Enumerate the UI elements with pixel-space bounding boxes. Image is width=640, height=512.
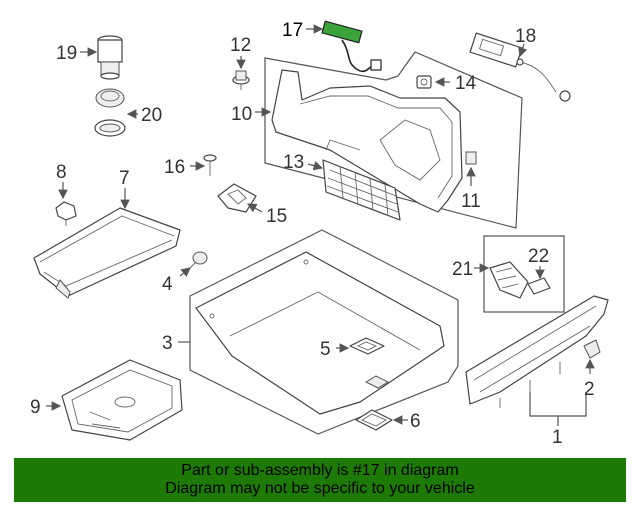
leader-13 bbox=[307, 161, 324, 171]
callout-20[interactable]: 20 bbox=[141, 105, 162, 126]
part-9-spare-tire-well[interactable] bbox=[61, 359, 183, 441]
sub-assembly-panel-outline bbox=[264, 51, 523, 229]
part-7-cargo-cover[interactable] bbox=[33, 207, 181, 299]
callout-3[interactable]: 3 bbox=[162, 333, 173, 354]
part-12-clip[interactable] bbox=[232, 70, 250, 90]
part-19-socket[interactable] bbox=[97, 35, 123, 80]
parts-diagram: 17 18 19 20 12 10 bbox=[30, 20, 609, 448]
callout-11[interactable]: 11 bbox=[461, 191, 481, 212]
part-6-cover[interactable] bbox=[355, 409, 393, 431]
floor-panel-outline bbox=[189, 229, 459, 435]
part-16-screw[interactable] bbox=[203, 154, 217, 176]
callout-4[interactable]: 4 bbox=[162, 274, 173, 295]
callout-12[interactable]: 12 bbox=[230, 35, 251, 56]
callout-8[interactable]: 8 bbox=[56, 162, 67, 183]
part-2-clip[interactable] bbox=[583, 339, 601, 359]
notice-line-2: Diagram may not be specific to your vehi… bbox=[165, 480, 475, 497]
callout-19[interactable]: 19 bbox=[56, 43, 77, 64]
callout-22[interactable]: 22 bbox=[528, 246, 549, 267]
part-21-switch[interactable] bbox=[489, 261, 529, 299]
callout-21[interactable]: 21 bbox=[452, 259, 473, 280]
callout-9[interactable]: 9 bbox=[30, 397, 41, 418]
callout-6[interactable]: 6 bbox=[410, 411, 421, 432]
part-11-clip[interactable] bbox=[465, 151, 477, 165]
callout-10[interactable]: 10 bbox=[231, 104, 252, 125]
part-3-load-floor[interactable] bbox=[195, 251, 445, 415]
callout-1[interactable]: 1 bbox=[552, 427, 563, 448]
sub-assembly-box-21-22 bbox=[483, 235, 565, 313]
part-14-light[interactable] bbox=[416, 75, 432, 89]
part-18-handle-cable[interactable] bbox=[469, 32, 571, 102]
callout-5[interactable]: 5 bbox=[320, 339, 331, 360]
part-8-bolt[interactable] bbox=[55, 201, 77, 226]
callout-14[interactable]: 14 bbox=[455, 73, 477, 94]
notice-line-1: Part or sub-assembly is #17 in diagram bbox=[181, 462, 459, 479]
part-15-bracket[interactable] bbox=[217, 183, 257, 213]
callout-13[interactable]: 13 bbox=[283, 152, 304, 173]
diagram-notice-banner: Part or sub-assembly is #17 in diagram D… bbox=[14, 458, 626, 502]
part-22-bulb[interactable] bbox=[527, 277, 551, 295]
callout-17[interactable]: 17 bbox=[282, 20, 303, 41]
leader-18 bbox=[518, 43, 528, 58]
part-10-trunk-side-trim[interactable] bbox=[271, 69, 463, 213]
callout-16[interactable]: 16 bbox=[164, 157, 185, 178]
leader-4 bbox=[179, 267, 191, 277]
floor-latch bbox=[364, 375, 390, 389]
callout-7[interactable]: 7 bbox=[119, 168, 130, 189]
part-17-wiring-harness[interactable] bbox=[321, 20, 382, 73]
leader-1-bracket bbox=[529, 392, 587, 417]
part-20-caps[interactable] bbox=[94, 88, 126, 137]
part-1-trunk-sill-panel[interactable] bbox=[465, 295, 609, 408]
leader-15 bbox=[246, 203, 263, 213]
part-5-handle[interactable] bbox=[349, 337, 385, 355]
callout-15[interactable]: 15 bbox=[266, 206, 287, 227]
part-4-pin[interactable] bbox=[189, 251, 208, 269]
callout-2[interactable]: 2 bbox=[584, 379, 595, 400]
part-13-storage-net[interactable] bbox=[322, 159, 401, 221]
callout-18[interactable]: 18 bbox=[515, 26, 536, 47]
